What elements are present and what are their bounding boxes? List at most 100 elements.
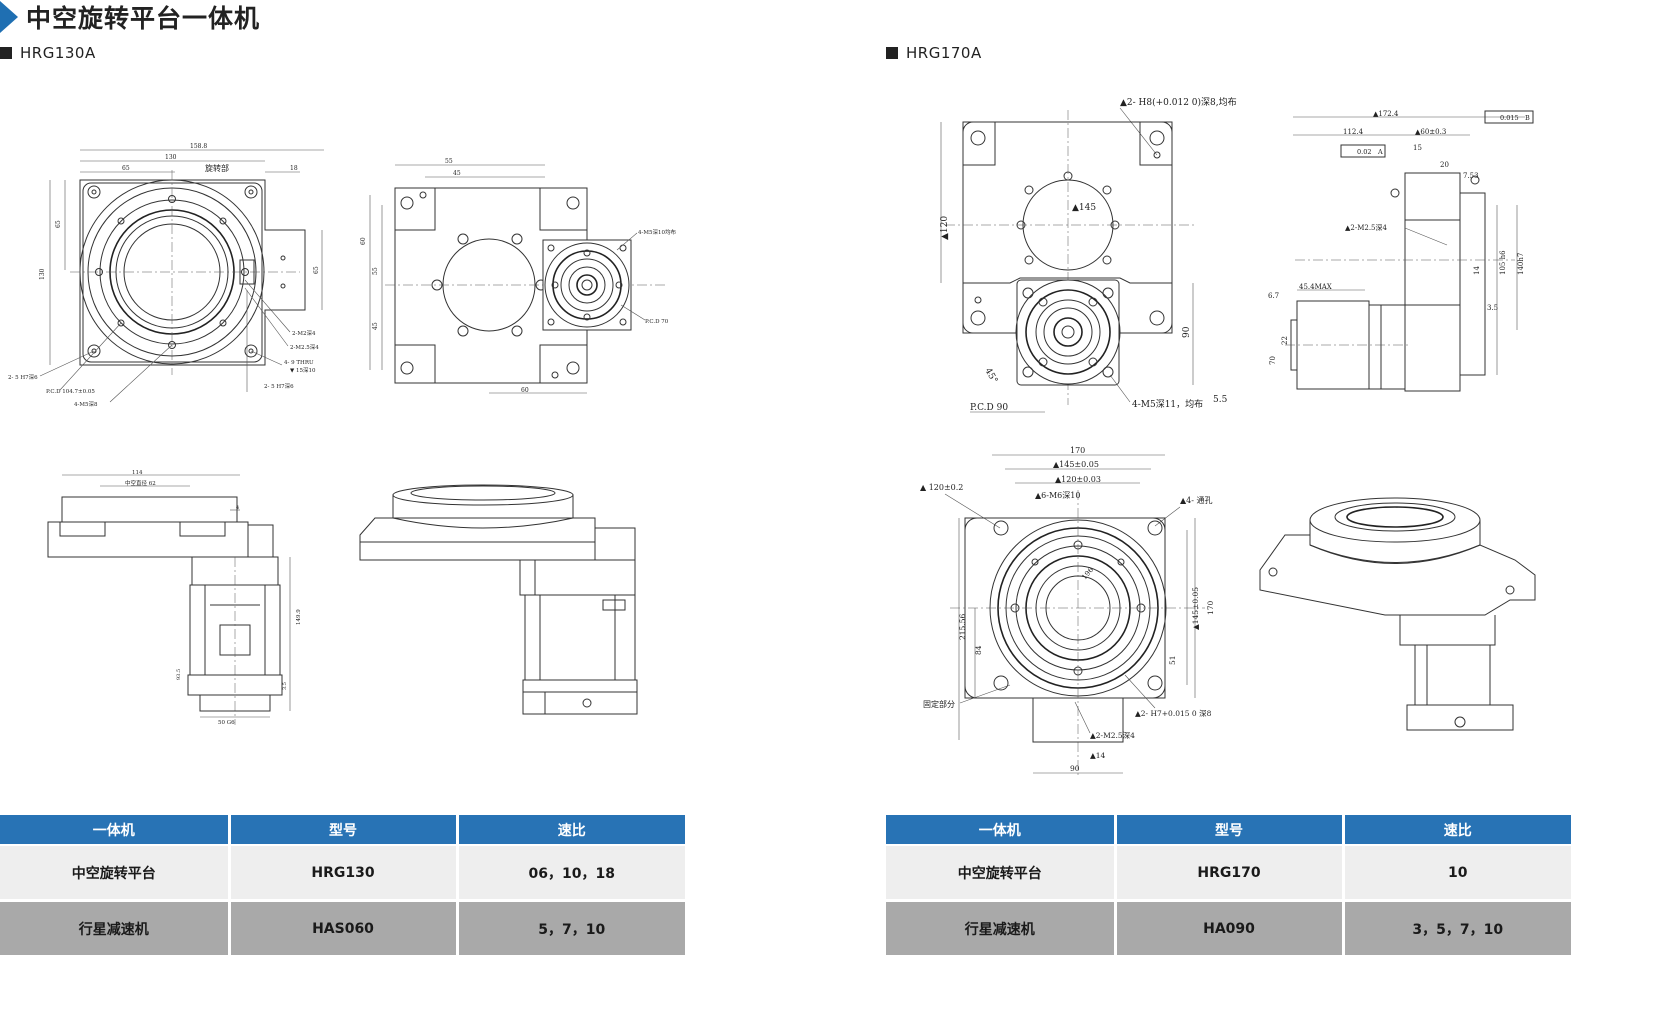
table-cell: 5，7，10 bbox=[457, 900, 685, 955]
model-label-left: HRG130A bbox=[0, 44, 96, 62]
dim-label: 4-M5深11，均布 bbox=[1132, 398, 1203, 410]
table-cell: 行星减速机 bbox=[886, 900, 1117, 955]
drawing-hrg130-iso-view bbox=[359, 484, 638, 715]
dim-label: 112.4 bbox=[1343, 128, 1364, 136]
dim-label: 90 bbox=[1182, 326, 1192, 338]
dim-label: 55 bbox=[372, 267, 379, 275]
dim-label: P.C.D 70 bbox=[645, 319, 669, 325]
dim-label: 114 bbox=[132, 470, 143, 476]
dim-label: 中空直径 62 bbox=[125, 479, 156, 487]
table-cell: 中空旋转平台 bbox=[886, 845, 1117, 902]
dim-label: 90 bbox=[1070, 764, 1080, 773]
model-label-right: HRG170A bbox=[886, 44, 982, 62]
drawing-hrg130-top-view: 158.8 130 65 18 旋转部 130 65 65 2-M2深4 2-M… bbox=[8, 143, 324, 408]
dim-label: 2- 5 H7深6 bbox=[264, 382, 294, 390]
dim-label: ▲2-M2.5深4 bbox=[1345, 223, 1388, 232]
dim-label: 20 bbox=[1440, 161, 1449, 169]
dim-label: 60 bbox=[360, 237, 367, 245]
dim-label: A bbox=[1377, 148, 1383, 156]
dim-label: 149.9 bbox=[296, 609, 302, 625]
page-title-text: 中空旋转平台一体机 bbox=[26, 4, 261, 33]
mount-hole-icon bbox=[87, 185, 258, 358]
drawing-hrg130-bottom-view: 55 45 60 55 45 4-M5深10均布 P.C.D 70 60 bbox=[360, 158, 676, 394]
table-header: 速比 bbox=[1343, 815, 1571, 846]
table-cell: HAS060 bbox=[229, 900, 459, 955]
dim-label: 45 bbox=[453, 170, 461, 177]
dim-label: 70 bbox=[1269, 356, 1277, 365]
dim-label: ▲60±0.3 bbox=[1415, 128, 1446, 136]
dim-label: 7.53 bbox=[1463, 172, 1479, 180]
dim-label: 60 bbox=[521, 387, 529, 394]
dim-label: ▲145±0.05 bbox=[1191, 587, 1200, 630]
dim-label: ▲145±0.05 bbox=[1053, 460, 1099, 469]
dim-label: 140h7 bbox=[1517, 253, 1525, 275]
dim-label: 4 bbox=[236, 505, 239, 511]
dim-label: P.C.D 90 bbox=[970, 403, 1008, 413]
table-cell: 中空旋转平台 bbox=[0, 845, 231, 902]
dim-label: 105 h6 bbox=[1499, 250, 1507, 275]
dim-label: B bbox=[1525, 114, 1530, 122]
drawing-hrg170-iso-view bbox=[1259, 497, 1536, 731]
dim-label: 170 bbox=[1206, 600, 1215, 615]
table-header: 型号 bbox=[229, 815, 459, 846]
table-header: 速比 bbox=[457, 815, 685, 846]
drawing-hrg170-top-view: ▲2- H8(+0.012 0)深8,均布 ▲145 ▲120 90 45° P… bbox=[940, 96, 1237, 413]
dim-label: 45.4MAX bbox=[1299, 283, 1332, 291]
dim-label: 50 G6 bbox=[218, 720, 235, 726]
dim-label: 0.02 bbox=[1357, 148, 1371, 156]
dim-label: 45° bbox=[982, 367, 999, 386]
dim-label: 4-M5深10均布 bbox=[638, 228, 676, 236]
dim-label: ▼ 15深10 bbox=[290, 366, 316, 374]
dim-label: 170 bbox=[1070, 446, 1085, 455]
dim-label: 6.7 bbox=[1268, 292, 1279, 300]
dim-label: ▲120 bbox=[940, 216, 950, 240]
dim-label: ▲2- H8(+0.012 0)深8,均布 bbox=[1120, 96, 1237, 108]
dim-label: P.C.D 104.7±0.05 bbox=[46, 389, 95, 395]
table-cell: HRG170 bbox=[1115, 845, 1345, 902]
dim-label: 旋转部 bbox=[205, 163, 229, 173]
table-row: 行星减速机 HA090 3，5，7，10 bbox=[886, 900, 1571, 955]
table-cell: 3，5，7，10 bbox=[1343, 900, 1571, 955]
dim-label: ▲6-M6深10 bbox=[1035, 491, 1080, 500]
dim-label: 2-M2深4 bbox=[292, 329, 316, 337]
dim-label: 130 bbox=[39, 268, 46, 280]
dim-label: 3.5 bbox=[282, 682, 288, 690]
dim-label: 22 bbox=[1281, 336, 1289, 345]
table-cell: HRG130 bbox=[229, 845, 459, 902]
table-header: 型号 bbox=[1115, 815, 1345, 846]
table-row: 中空旋转平台 HRG170 10 bbox=[886, 845, 1571, 902]
dim-label: 130 bbox=[165, 154, 177, 161]
title-arrow-icon bbox=[0, 1, 18, 33]
dim-label: 4- 9 THRU bbox=[284, 360, 314, 366]
dim-label: 2- 5 H7深6 bbox=[8, 373, 38, 381]
dim-label: ▲2-M2.5深4 bbox=[1090, 731, 1135, 740]
dim-label: 45 bbox=[372, 322, 379, 330]
dim-label: 65 bbox=[122, 165, 130, 172]
dim-label: 固定部分 bbox=[923, 699, 955, 709]
dim-label: 215.56 bbox=[958, 614, 967, 640]
table-row: 行星减速机 HAS060 5，7，10 bbox=[0, 900, 685, 955]
dim-label: 5.5 bbox=[1213, 395, 1228, 405]
dim-label: 84 bbox=[974, 645, 983, 655]
table-header: 一体机 bbox=[0, 815, 231, 846]
dim-label: 18 bbox=[290, 165, 298, 172]
dim-label: 15 bbox=[1413, 144, 1422, 152]
dim-label: 2-M2.5深4 bbox=[290, 343, 319, 351]
table-cell: 行星减速机 bbox=[0, 900, 231, 955]
drawing-hrg130-side-view: 114 中空直径 62 4 149.9 93.5 3.5 50 G6 bbox=[47, 470, 302, 726]
dim-label: 3.5 bbox=[1487, 304, 1498, 312]
dim-label: 0.015 bbox=[1500, 114, 1519, 122]
table-cell: 06，10，18 bbox=[457, 845, 685, 902]
dim-label: 14 bbox=[1473, 266, 1481, 275]
dim-label: ▲ 120±0.2 bbox=[920, 483, 963, 492]
model-name-left: HRG130A bbox=[20, 44, 96, 62]
dim-label: ▲2- H7+0.015 0 深8 bbox=[1135, 709, 1212, 718]
spec-table-right: 一体机 型号 速比 中空旋转平台 HRG170 10 行星减速机 HA090 3… bbox=[886, 815, 1571, 955]
drawing-hrg170-front-view: 170 ▲145±0.05 ▲120±0.03 ▲6-M6深10 ▲ 120±0… bbox=[920, 446, 1215, 775]
dim-label: ▲120±0.03 bbox=[1055, 475, 1101, 484]
spec-table-left: 一体机 型号 速比 中空旋转平台 HRG130 06，10，18 行星减速机 H… bbox=[0, 815, 685, 955]
table-cell: HA090 bbox=[1115, 900, 1345, 955]
dim-label: 65 bbox=[313, 266, 320, 274]
table-header: 一体机 bbox=[886, 815, 1117, 846]
table-cell: 10 bbox=[1343, 845, 1571, 902]
